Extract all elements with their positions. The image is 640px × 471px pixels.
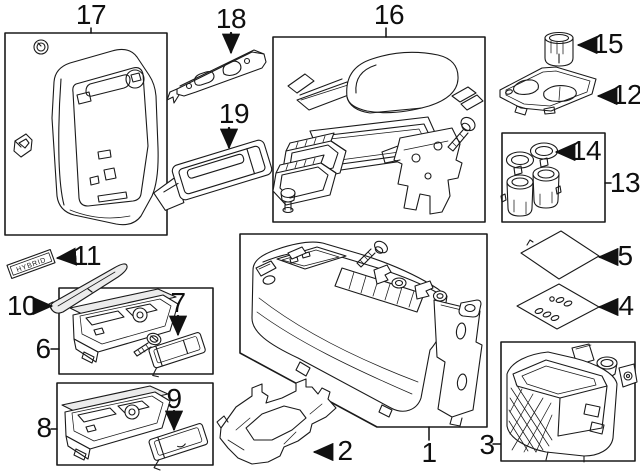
callout-8[interactable]: 8	[36, 412, 52, 443]
part-14-retainer-rings	[505, 142, 559, 169]
clip-icon	[13, 133, 33, 158]
callout-3[interactable]: 3	[479, 429, 495, 460]
callout-1[interactable]: 1	[421, 437, 437, 468]
leader-lines	[32, 27, 619, 462]
screw-icon	[356, 240, 388, 268]
callout-14[interactable]: 14	[570, 135, 602, 166]
part-11-hybrid-emblem: HYBRID	[6, 249, 56, 279]
callout-17[interactable]: 17	[75, 0, 107, 30]
callout-19[interactable]: 19	[218, 98, 250, 129]
ring-icon	[432, 290, 448, 302]
screw-icon	[447, 116, 476, 152]
clip-icon	[255, 260, 277, 277]
console-hardware	[255, 240, 482, 318]
clip-icon	[166, 88, 180, 104]
callout-6[interactable]: 6	[35, 333, 51, 364]
grommet-icon	[391, 277, 407, 289]
part-7-tray-insert	[148, 332, 206, 378]
callout-2[interactable]: 2	[337, 435, 353, 466]
part-15-cup-holder-insert	[544, 31, 574, 67]
callout-12[interactable]: 12	[611, 79, 640, 110]
part-9-tray-lid	[148, 423, 209, 471]
cap-icon	[458, 299, 482, 318]
callout-5[interactable]: 5	[617, 240, 633, 271]
bolt-icon	[280, 187, 296, 214]
part-18-upper-trim-plate	[166, 49, 267, 104]
clip-icon	[287, 246, 307, 260]
callout-11[interactable]: 11	[72, 240, 102, 271]
clip-icon	[373, 264, 392, 285]
part-13-cup-holder-unit	[500, 157, 562, 217]
grommet-icon	[33, 39, 49, 55]
callout-10[interactable]: 10	[6, 290, 38, 321]
part-4-console-mat-perforated	[516, 283, 600, 330]
part-6-storage-tray	[69, 288, 179, 364]
part-2-rear-bracket	[216, 378, 337, 465]
clip-icon	[414, 280, 434, 300]
callout-16[interactable]: 16	[373, 0, 405, 30]
part-19-rear-trim-bezel	[153, 139, 273, 211]
part-17-rear-trim-panel	[13, 39, 159, 226]
grommet-icon	[618, 363, 638, 388]
armrest-lid	[346, 51, 459, 114]
part-5-console-mat	[520, 230, 600, 280]
callout-15[interactable]: 15	[592, 28, 624, 59]
part-3-lower-carrier	[506, 343, 638, 463]
hinge-bracket	[381, 127, 463, 215]
callout-7[interactable]: 7	[170, 287, 186, 318]
part-12-cup-holder-tray	[499, 66, 597, 116]
part-16-armrest-assembly	[272, 51, 484, 215]
callout-18[interactable]: 18	[215, 3, 247, 34]
callout-13[interactable]: 13	[609, 167, 640, 198]
callout-4[interactable]: 4	[618, 290, 634, 321]
screw-icon	[133, 332, 162, 357]
callout-9[interactable]: 9	[166, 383, 182, 414]
